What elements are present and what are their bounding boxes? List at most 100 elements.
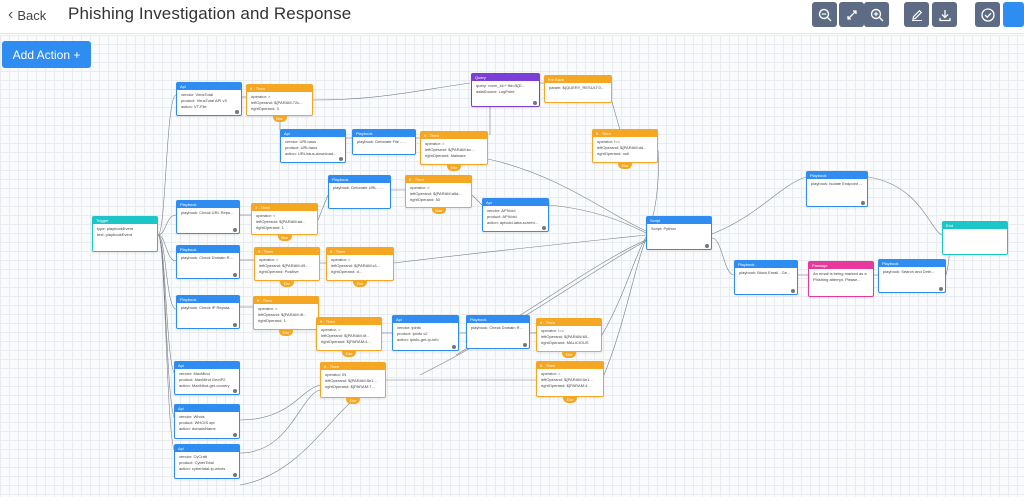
settings-icon[interactable] [705, 244, 709, 248]
api-node-virustotal[interactable]: Api vendor: VirusTotal product: VirusTot… [176, 82, 242, 116]
if-then-node-not-null[interactable]: If - Then operator: !== leftOperand: ${P… [592, 129, 658, 169]
node-body: operator: > leftOperand: ${PARAM:a5a... … [410, 185, 462, 202]
playbook-node-check-ip[interactable]: Playbook playbook: Check IP Reputa... [176, 295, 240, 329]
else-branch-tab[interactable]: Else [447, 165, 461, 171]
else-branch-tab[interactable]: Else [279, 330, 293, 336]
settings-icon[interactable] [233, 323, 237, 327]
zoom-in-icon [870, 8, 883, 21]
api-node-urlhaus[interactable]: Api vendor: URLhaus product: URLhaus act… [280, 129, 346, 163]
settings-icon[interactable] [791, 289, 795, 293]
node-body: query: norm_id=* file=${D... dataSource:… [476, 83, 525, 94]
settings-icon[interactable] [452, 345, 456, 349]
node-type-label: Api [175, 362, 239, 369]
settings-icon[interactable] [233, 228, 237, 232]
playbook-node-check-domain[interactable]: Playbook playbook: Check Domain R... [176, 245, 240, 279]
query-node[interactable]: Query query: norm_id=* file=${D... dataS… [471, 73, 540, 107]
node-body: Script: Python [651, 226, 676, 231]
if-then-node-domain-check[interactable]: If - Then operator: = leftOperand: ${PAR… [326, 247, 394, 287]
node-type-label: Api [175, 445, 239, 452]
else-branch-tab[interactable]: Else [562, 352, 576, 358]
if-then-node-vt-score[interactable]: If - Then operator: > leftOperand: ${PAR… [246, 84, 313, 122]
node-body: vendor: APIVoid product: APIVoid action:… [487, 208, 539, 225]
edit-button[interactable] [904, 2, 929, 27]
node-type-label: If - Then [421, 132, 487, 139]
if-then-node-malicious[interactable]: If - Then operator: !== leftOperand: ${P… [536, 318, 602, 358]
settings-icon[interactable] [939, 287, 943, 291]
else-branch-tab[interactable]: Else [563, 397, 577, 403]
settings-icon[interactable] [233, 473, 237, 477]
node-body: playbook: Block Email - Ge... [739, 270, 791, 275]
save-button[interactable] [1003, 2, 1024, 27]
node-body: playbook: Isolate Endpoint ... [811, 181, 863, 186]
node-type-label: Api [177, 83, 241, 90]
zoom-in-button[interactable] [864, 2, 889, 27]
node-body: playbook: Check Domain R... [471, 325, 523, 330]
for-each-node[interactable]: For Each param: ${QUERY_RESULT:0... [544, 75, 612, 103]
node-type-label: If - Then [252, 204, 317, 211]
add-action-button[interactable]: Add Action + [2, 41, 91, 68]
playbook-node-check-url[interactable]: Playbook playbook: Check URL Repu... [176, 200, 240, 234]
back-button[interactable]: ‹ Back [8, 6, 46, 24]
zoom-out-button[interactable] [812, 2, 837, 27]
if-then-node-ip-score[interactable]: If - Then operator: < leftOperand: ${PAR… [253, 296, 319, 336]
else-branch-tab[interactable]: Else [272, 116, 287, 122]
if-then-node-final-match[interactable]: If - Then operator: = leftOperand: ${PAR… [536, 361, 604, 403]
if-then-node-positive[interactable]: If - Then operator: = leftOperand: ${PAR… [254, 247, 320, 287]
if-then-node-malware[interactable]: If - Then operator: = leftOperand: ${PAR… [420, 131, 488, 171]
playbook-canvas[interactable]: Add Action + [0, 35, 1024, 497]
else-branch-tab[interactable]: Else [346, 398, 360, 404]
node-type-label: If - Then [593, 130, 657, 137]
api-node-cycraft[interactable]: Api vendor: CyCraft product: CyberTotal … [174, 444, 240, 479]
playbook-node-block-email[interactable]: Playbook playbook: Block Email - Ge... [734, 260, 798, 295]
settings-icon[interactable] [523, 343, 527, 347]
playbook-node-detonate-file[interactable]: Playbook playbook: Detonate File - ... [352, 129, 416, 155]
node-body: vendor: CyCraft product: CyberTotal acti… [179, 454, 226, 471]
validate-button[interactable] [975, 2, 1000, 27]
if-then-node-url-score[interactable]: If - Then operator: < leftOperand: ${PAR… [251, 203, 318, 241]
node-type-label: Playbook [177, 296, 239, 303]
node-body: An email is being marked as a Phishing a… [813, 271, 867, 282]
node-body: operator: = leftOperand: ${PARAM:4f... r… [321, 327, 371, 344]
api-node-whois[interactable]: Api vendor: Whois product: WHOIS api act… [174, 404, 240, 439]
pencil-icon [911, 9, 922, 21]
settings-icon[interactable] [233, 389, 237, 393]
playbook-node-isolate-endpoint[interactable]: Playbook playbook: Isolate Endpoint ... [806, 171, 868, 207]
else-branch-tab[interactable]: Else [353, 281, 367, 287]
settings-icon[interactable] [533, 101, 537, 105]
playbook-node-search-delete[interactable]: Playbook playbook: Search and Dele... [878, 259, 946, 293]
settings-icon[interactable] [233, 273, 237, 277]
else-branch-tab[interactable]: Else [431, 208, 446, 214]
playbook-node-check-domain-2[interactable]: Playbook playbook: Check Domain R... [466, 315, 530, 349]
else-branch-tab[interactable]: Else [342, 351, 356, 357]
trigger-node[interactable]: Trigger type: playbookEvent text: playbo… [92, 216, 158, 252]
node-type-label: Passage [809, 262, 873, 269]
else-branch-tab[interactable]: Else [277, 235, 292, 241]
script-node-python[interactable]: Script Script: Python [646, 216, 712, 250]
if-then-node-country-in[interactable]: If - Then operator: IN leftOperand: ${PA… [320, 362, 386, 404]
api-node-maxmind[interactable]: Api vendor: MaxMind product: MaxMind Geo… [174, 361, 240, 395]
node-type-label: If - Then [406, 176, 471, 183]
node-body: vendor: VirusTotal product: VirusTotal A… [181, 92, 227, 109]
fit-to-screen-button[interactable] [839, 2, 864, 27]
node-type-label: Trigger [93, 217, 157, 224]
api-node-apivoid[interactable]: Api vendor: APIVoid product: APIVoid act… [482, 198, 549, 232]
top-bar: ‹ Back Phishing Investigation and Respon… [0, 0, 1024, 34]
settings-icon[interactable] [861, 201, 865, 205]
passage-node-notify[interactable]: Passage An email is being marked as a Ph… [808, 261, 874, 297]
back-label: Back [17, 7, 47, 23]
node-type-label: If - Then [254, 297, 318, 304]
else-branch-tab[interactable]: Else [280, 281, 294, 287]
api-node-ipinfo[interactable]: Api vendor: ipinfo product: ipinfo v2 ac… [392, 315, 459, 351]
check-circle-icon [980, 7, 995, 22]
else-branch-tab[interactable]: Else [618, 163, 632, 169]
if-then-node-score-50[interactable]: If - Then operator: > leftOperand: ${PAR… [405, 175, 472, 214]
settings-icon[interactable] [233, 433, 237, 437]
if-then-node-ip-match[interactable]: If - Then operator: = leftOperand: ${PAR… [316, 317, 382, 357]
settings-icon[interactable] [339, 157, 343, 161]
node-type-label: Api [175, 405, 239, 412]
download-button[interactable] [932, 2, 957, 27]
settings-icon[interactable] [235, 110, 239, 114]
end-node[interactable]: End [942, 221, 1008, 255]
playbook-node-detonate-url[interactable]: Playbook playbook: Detonate URL - ... [328, 175, 391, 209]
settings-icon[interactable] [542, 226, 546, 230]
